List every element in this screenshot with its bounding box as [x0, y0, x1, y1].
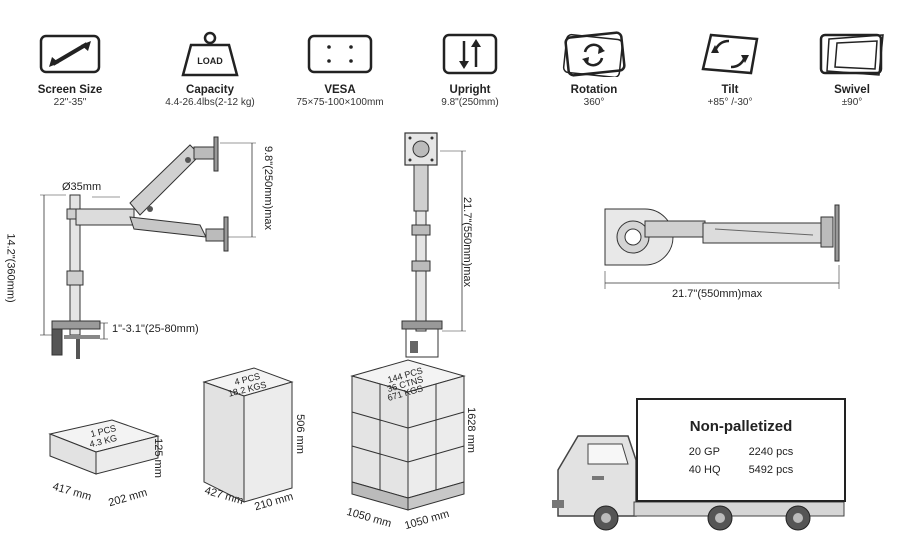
swivel-icon	[819, 33, 884, 76]
table-row: 40 HQ 5492 pcs	[675, 461, 807, 479]
spec-swivel: Swivel ±90°	[792, 28, 900, 108]
vertical-range-label: 9.8"(250mm)max	[261, 146, 274, 230]
spec-label: Capacity	[186, 84, 234, 96]
carton-height-label: 125 mm	[151, 438, 164, 478]
pole-height-label: 14.2"(360mm)	[4, 233, 17, 303]
qty-cell: 5492 pcs	[748, 464, 794, 476]
tilt-icon	[701, 33, 759, 75]
spec-label: Swivel	[834, 84, 870, 96]
spec-label: Upright	[449, 84, 491, 96]
single-carton-drawing: 1 PCS 4.3 KG	[48, 419, 160, 475]
front-height-label: 21.7"(550mm)max	[461, 196, 474, 288]
spec-value: ±90°	[841, 97, 863, 108]
master-height-label: 506 mm	[293, 414, 306, 454]
spec-label: Rotation	[570, 84, 618, 96]
spec-label: Tilt	[721, 84, 739, 96]
spec-screen-size: Screen Size 22"-35"	[10, 28, 130, 108]
top-view-drawing	[604, 204, 840, 289]
qty-cell: 2240 pcs	[748, 446, 794, 458]
table-row: 20 GP 2240 pcs	[675, 443, 807, 461]
spec-upright: Upright 9.8"(250mm)	[410, 28, 530, 108]
spec-value: 75×75-100×100mm	[296, 97, 384, 108]
pallet-drawing: 144 PCS 36 CTNS 671 KGS	[350, 359, 466, 511]
spec-value: 22"-35"	[53, 97, 87, 108]
spec-label: Screen Size	[37, 84, 103, 96]
spec-vesa: VESA 75×75-100×100mm	[280, 28, 400, 108]
spec-label: VESA	[324, 84, 356, 96]
shipping-panel: Non-palletized 20 GP 2240 pcs 40 HQ 5492…	[636, 398, 846, 502]
spec-tilt: Tilt +85° /-30°	[670, 28, 790, 108]
spec-value: 9.8"(250mm)	[441, 97, 499, 108]
up-down-arrows-icon	[442, 33, 498, 75]
rotation-icon	[562, 31, 626, 77]
shipping-title: Non-palletized	[689, 418, 793, 435]
spec-capacity: LOAD Capacity 4.4-26.4lbs(2-12 kg)	[150, 28, 270, 108]
diagonal-arrow-icon	[39, 34, 101, 74]
load-text: LOAD	[197, 56, 223, 66]
clamp-range-label: 1"-3.1"(25-80mm)	[112, 323, 199, 335]
pole-diameter-label: Ø35mm	[62, 181, 102, 193]
container-cell: 40 HQ	[688, 464, 721, 476]
pallet-height-label: 1628 mm	[464, 407, 477, 453]
spec-value: 360°	[583, 97, 605, 108]
spec-value: +85° /-30°	[707, 97, 753, 108]
spec-value: 4.4-26.4lbs(2-12 kg)	[165, 97, 255, 108]
master-carton-drawing: 4 PCS 18.2 KGS	[202, 367, 294, 503]
side-view-drawing	[40, 136, 256, 359]
spec-rotation: Rotation 360°	[534, 28, 654, 108]
shipping-table: 20 GP 2240 pcs 40 HQ 5492 pcs	[675, 443, 807, 479]
truck-drawing	[552, 435, 845, 531]
container-cell: 20 GP	[688, 446, 720, 458]
front-view-drawing	[401, 132, 466, 358]
vesa-holes-icon	[307, 34, 373, 74]
reach-label: 21.7"(550mm)max	[672, 288, 763, 300]
load-weight-icon: LOAD	[181, 31, 239, 77]
